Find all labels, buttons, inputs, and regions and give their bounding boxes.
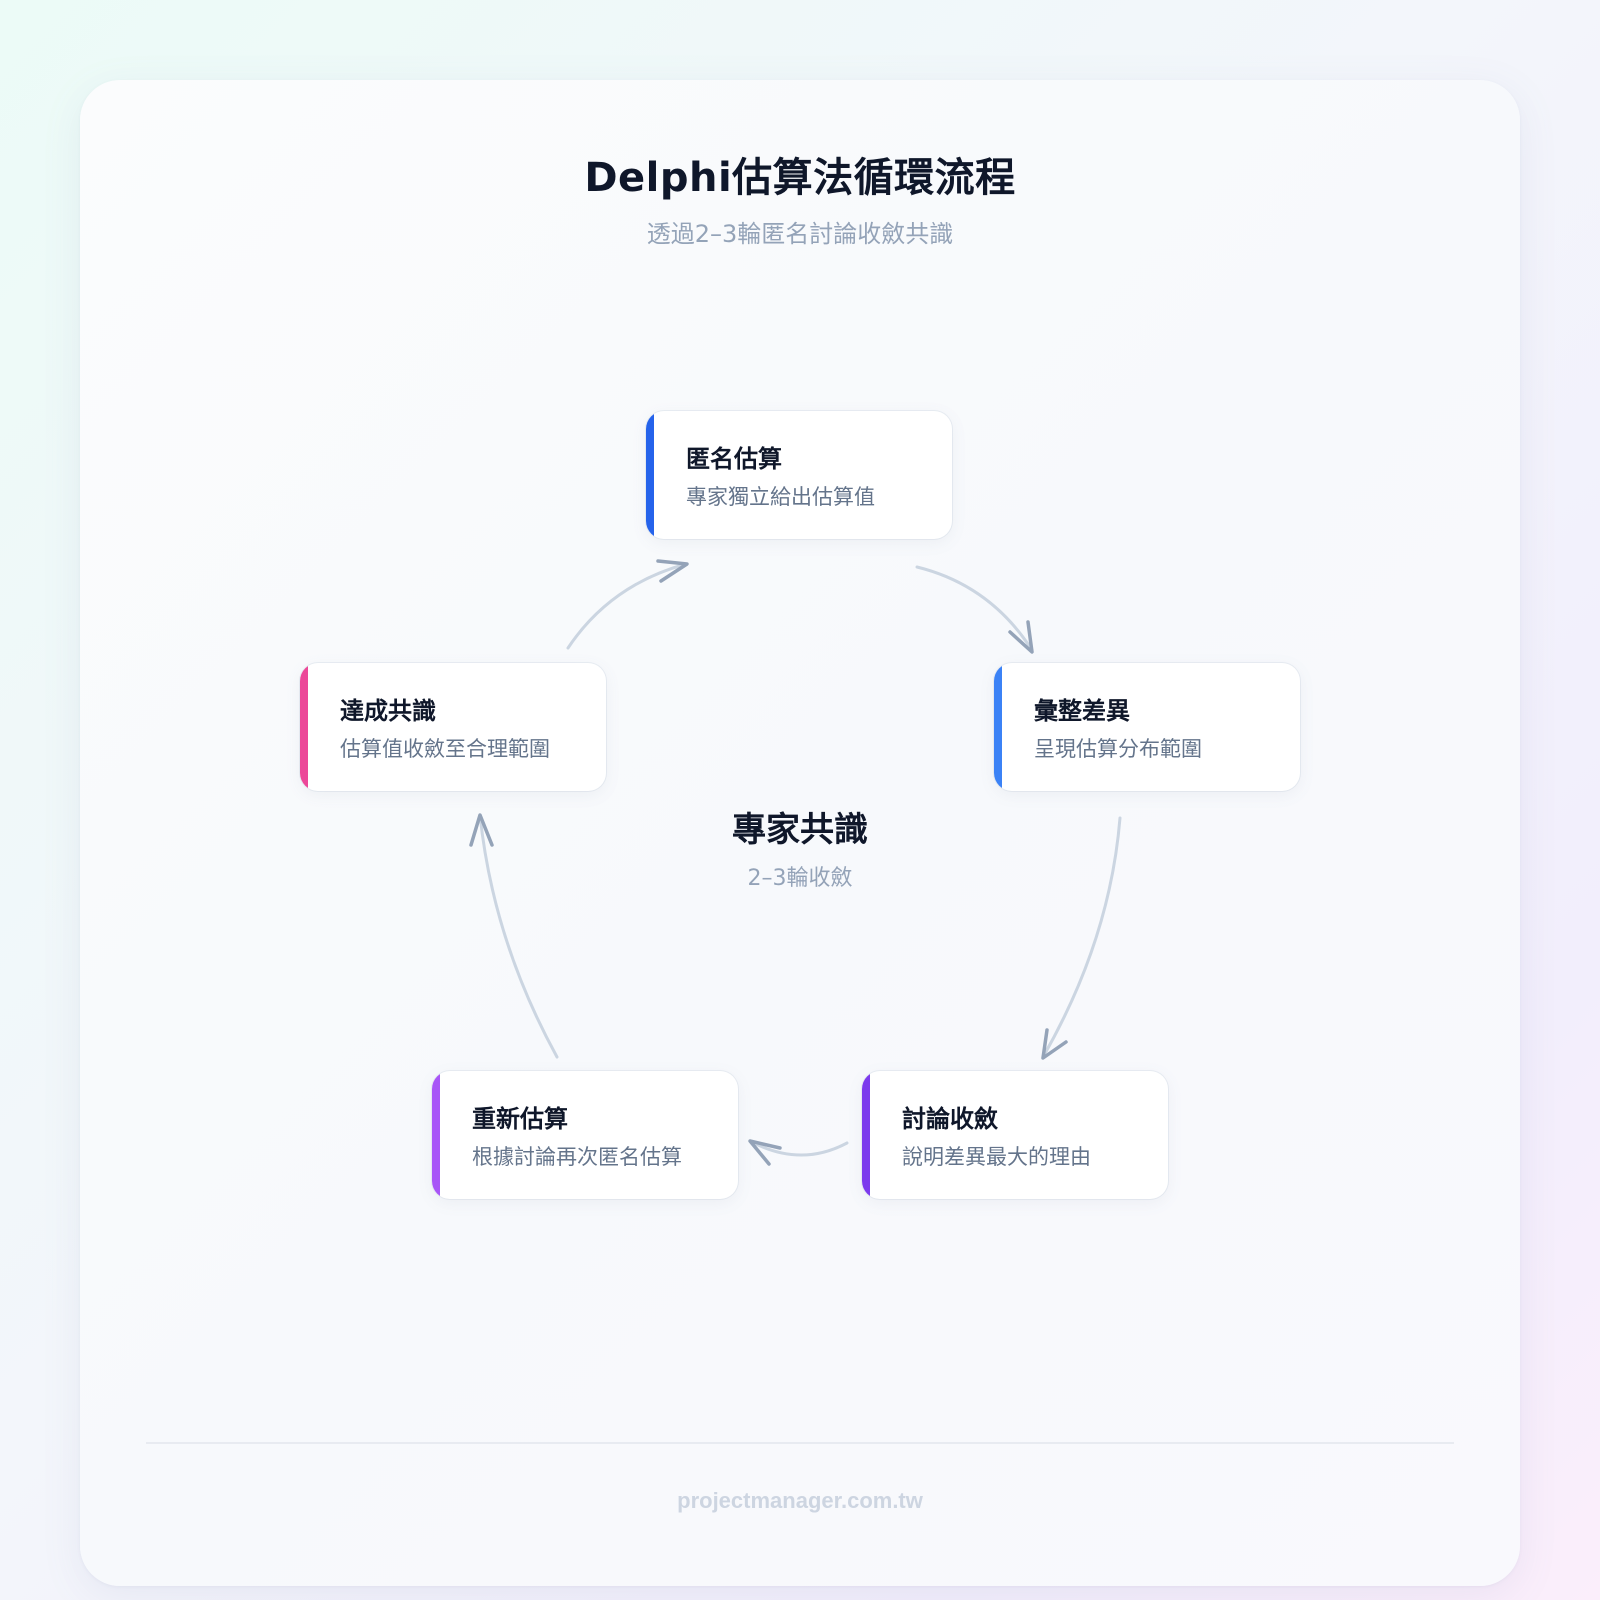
step-title: 重新估算 [472,1105,568,1133]
step-discuss-converge: 討論收斂 說明差異最大的理由 [862,1071,1168,1199]
step-title: 匿名估算 [686,445,782,473]
step-description: 根據討論再次匿名估算 [472,1145,682,1169]
step-accent-bar [432,1071,440,1199]
step-description: 呈現估算分布範圍 [1034,737,1202,761]
step-accent-bar [300,663,308,791]
step-reach-consensus: 達成共識 估算值收斂至合理範圍 [300,663,606,791]
step-title: 討論收斂 [902,1105,998,1133]
step-title: 彙整差異 [1034,697,1130,725]
center-label: 專家共識 [732,810,868,850]
step-anonymous-estimate: 匿名估算 專家獨立給出估算值 [646,411,952,539]
diagram-card [80,80,1520,1586]
step-description: 估算值收斂至合理範圍 [340,737,550,761]
step-accent-bar [994,663,1002,791]
step-accent-bar [646,411,654,539]
step-description: 說明差異最大的理由 [902,1145,1091,1169]
step-description: 專家獨立給出估算值 [686,485,875,509]
center-sublabel: 2–3輪收斂 [747,866,853,891]
step-accent-bar [862,1071,870,1199]
step-re-estimate: 重新估算 根據討論再次匿名估算 [432,1071,738,1199]
footer-divider [146,1442,1454,1444]
step-title: 達成共識 [340,697,436,725]
step-compile-differences: 彙整差異 呈現估算分布範圍 [994,663,1300,791]
footer-site: projectmanager.com.tw [677,1488,923,1513]
diagram-title: Delphi估算法循環流程 [584,155,1016,201]
diagram-subtitle: 透過2–3輪匿名討論收斂共識 [646,220,954,248]
